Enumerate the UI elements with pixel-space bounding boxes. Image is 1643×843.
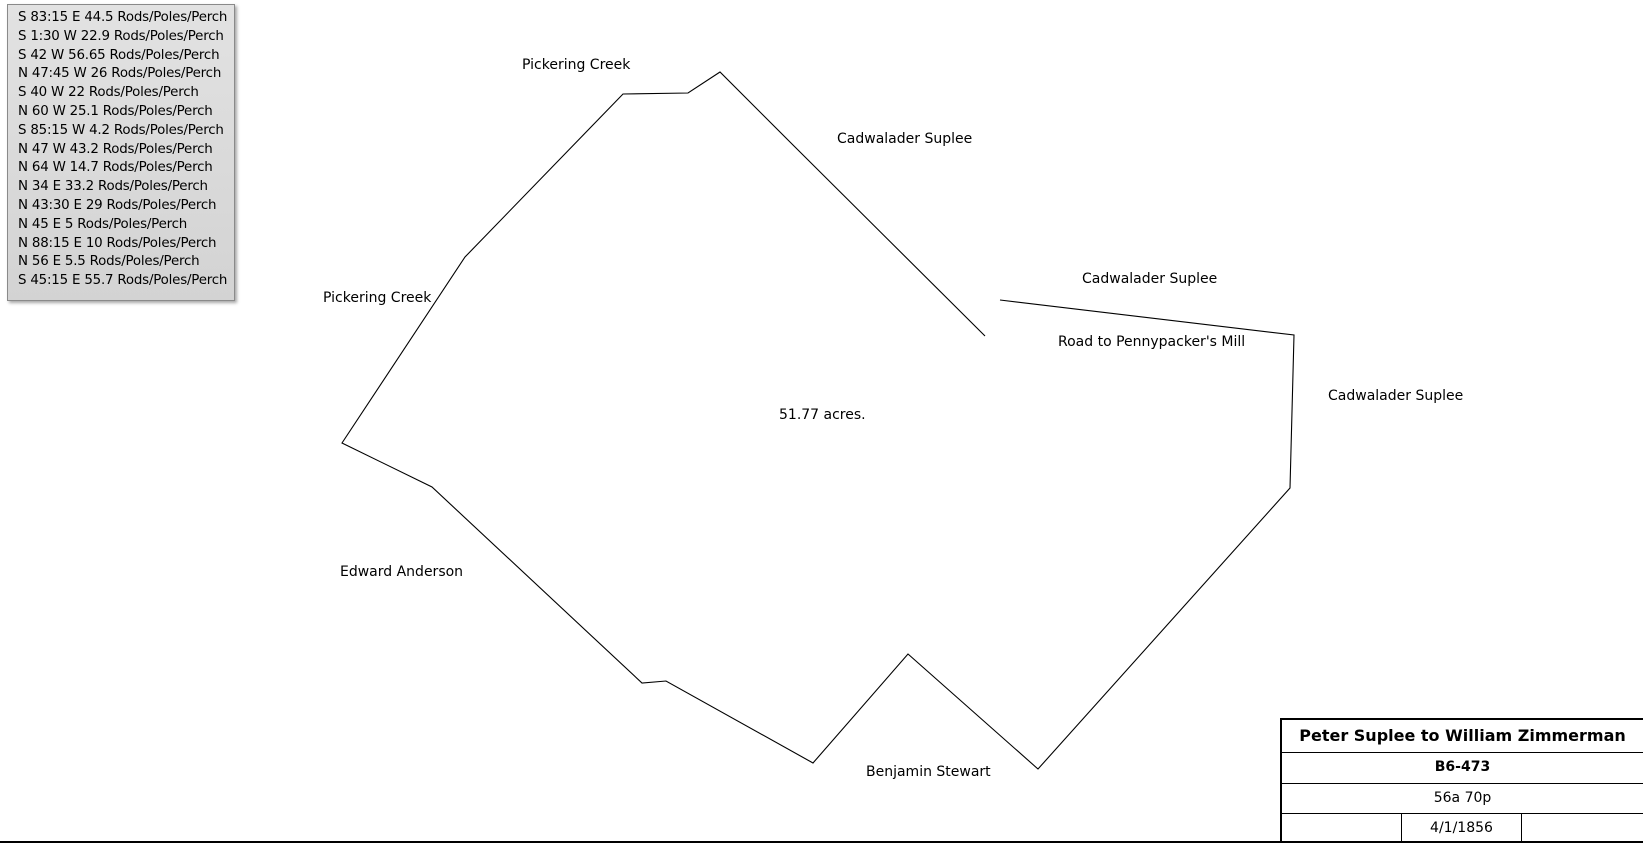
call-line: N 88:15 E 10 Rods/Poles/Perch: [18, 235, 217, 251]
call-line: N 43:30 E 29 Rods/Poles/Perch: [18, 197, 217, 213]
label-cadwalader-suplee-2: Cadwalader Suplee: [1082, 271, 1218, 287]
call-line: S 42 W 56.65 Rods/Poles/Perch: [18, 47, 220, 63]
call-line: N 64 W 14.7 Rods/Poles/Perch: [18, 160, 213, 176]
label-cadwalader-suplee-1: Cadwalader Suplee: [837, 131, 973, 147]
call-line: N 47 W 43.2 Rods/Poles/Perch: [18, 141, 213, 157]
metes-and-bounds-list: S 83:15 E 44.5 Rods/Poles/Perch S 1:30 W…: [7, 4, 235, 301]
parcel-boundary: [341, 71, 1295, 770]
call-line: S 45:15 E 55.7 Rods/Poles/Perch: [18, 273, 228, 289]
label-road-to-pennypackers-mill: Road to Pennypacker's Mill: [1058, 334, 1246, 350]
call-line: N 34 E 33.2 Rods/Poles/Perch: [18, 179, 208, 195]
call-line: N 47:45 W 26 Rods/Poles/Perch: [18, 66, 222, 82]
label-cadwalader-suplee-3: Cadwalader Suplee: [1328, 388, 1464, 404]
title-block-deed-ref: B6-473: [1282, 752, 1643, 784]
call-line: N 60 W 25.1 Rods/Poles/Perch: [18, 103, 213, 119]
title-block-date: 4/1/1856: [1402, 813, 1522, 843]
label-benjamin-stewart: Benjamin Stewart: [866, 764, 991, 780]
call-line: S 1:30 W 22.9 Rods/Poles/Perch: [18, 28, 224, 44]
label-edward-anderson: Edward Anderson: [340, 564, 464, 580]
label-area: 51.77 acres.: [779, 407, 866, 423]
title-block-title: Peter Suplee to William Zimmerman: [1282, 720, 1643, 753]
call-line: S 83:15 E 44.5 Rods/Poles/Perch: [18, 10, 228, 25]
title-block-empty-cell: [1522, 813, 1643, 843]
call-line: N 45 E 5 Rods/Poles/Perch: [18, 216, 188, 232]
call-line: S 85:15 W 4.2 Rods/Poles/Perch: [18, 122, 224, 138]
bottom-border: [0, 841, 1643, 843]
call-line: N 56 E 5.5 Rods/Poles/Perch: [18, 254, 200, 270]
title-block-empty-cell: [1282, 813, 1402, 843]
label-pickering-creek-left: Pickering Creek: [323, 290, 432, 306]
title-block-area: 56a 70p: [1282, 783, 1643, 814]
title-block-date-row: 4/1/1856: [1282, 813, 1643, 843]
title-block: Peter Suplee to William Zimmerman B6-473…: [1280, 718, 1643, 843]
label-pickering-creek-top: Pickering Creek: [522, 57, 631, 73]
call-line: S 40 W 22 Rods/Poles/Perch: [18, 85, 199, 101]
